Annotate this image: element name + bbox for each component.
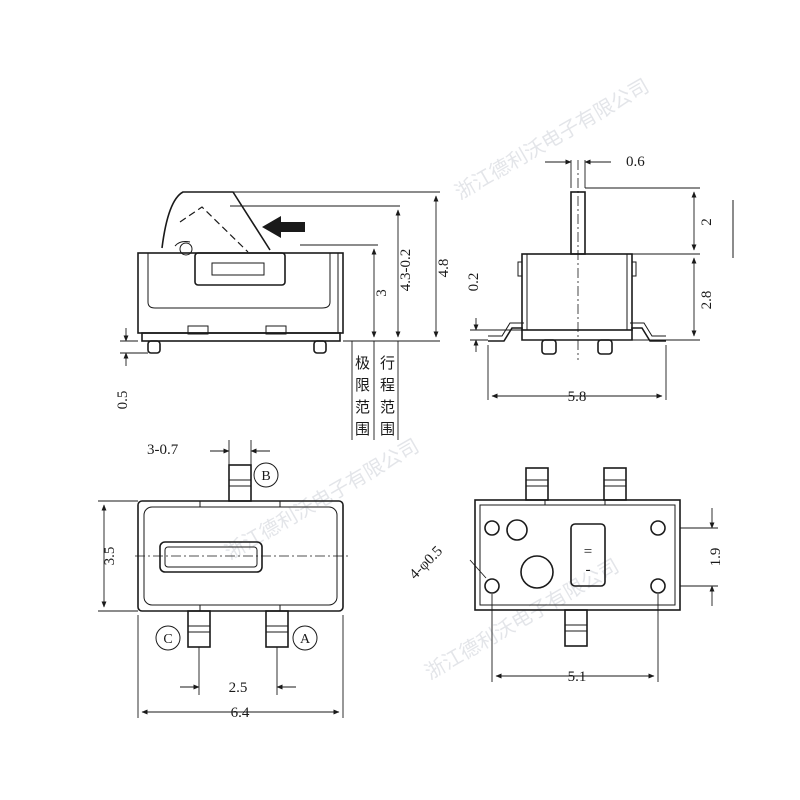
label-stroke-char-2: 程 [380, 376, 395, 394]
marking-bottom: - [586, 562, 591, 578]
watermark-1: 浙江德利沃电子有限公司 [451, 74, 654, 205]
label-limit-char-3: 范 [355, 398, 370, 416]
label-limit-char-1: 极 [355, 354, 370, 372]
label-limit-char-2: 限 [355, 376, 370, 394]
bottom-dim-height: 1.9 [708, 548, 724, 567]
slide-direction-arrow [262, 216, 305, 238]
bottom-dim-hole: 4-φ0.5 [407, 543, 447, 583]
mount-hole [484, 520, 500, 536]
bottom-dim-width: 5.1 [568, 669, 587, 685]
top-dim-pitch: 2.5 [229, 680, 248, 696]
front-dim-total-width: 5.8 [568, 389, 587, 405]
mount-hole [650, 520, 666, 536]
slider-slot [159, 541, 263, 573]
side-dim-body-height: 3 [374, 289, 390, 297]
marking-window [570, 523, 606, 587]
mount-hole [650, 578, 666, 594]
front-view: 0.6 2 2.8 0.2 5.8 [466, 154, 734, 405]
pin-label-a: A [300, 632, 311, 647]
side-dim-stroke: 4.3-0.2 [398, 249, 414, 292]
slider-knob [194, 252, 286, 286]
actuator-lever [161, 191, 271, 251]
front-base-legs [488, 327, 666, 342]
label-stroke-char-3: 范 [380, 398, 395, 416]
side-dim-limit: 0.5 [115, 391, 131, 410]
front-dim-actuator-width: 0.6 [626, 154, 645, 170]
pin-label-c: C [163, 632, 172, 647]
pin-label-b: B [261, 469, 270, 484]
mount-hole [484, 578, 500, 594]
marking-top: = [584, 544, 592, 560]
switch-body [137, 252, 344, 334]
label-stroke-char-4: 围 [380, 420, 395, 438]
label-limit-char-4: 围 [355, 420, 370, 438]
front-dim-gap: 0.2 [466, 273, 482, 292]
terminal-b [228, 464, 252, 502]
top-view: B C A 3-0.7 3.5 2.5 6.4 [98, 440, 348, 721]
terminal-a [265, 610, 289, 648]
actuator-travel-line [179, 206, 249, 253]
front-body [521, 253, 633, 331]
terminal-c [187, 610, 211, 648]
label-stroke-char-1: 行 [380, 354, 395, 372]
top-dim-body-width: 6.4 [231, 705, 250, 721]
front-dim-actuator-height: 2 [699, 218, 715, 226]
side-dim-total-height: 4.8 [436, 259, 452, 278]
side-view: 4.8 4.3-0.2 3 0.5 极 限 范 围 行 程 范 围 [115, 191, 452, 440]
top-dim-terminal-width: 3-0.7 [147, 442, 179, 458]
front-dim-body-height: 2.8 [699, 291, 715, 310]
top-dim-body-height: 3.5 [102, 547, 118, 566]
